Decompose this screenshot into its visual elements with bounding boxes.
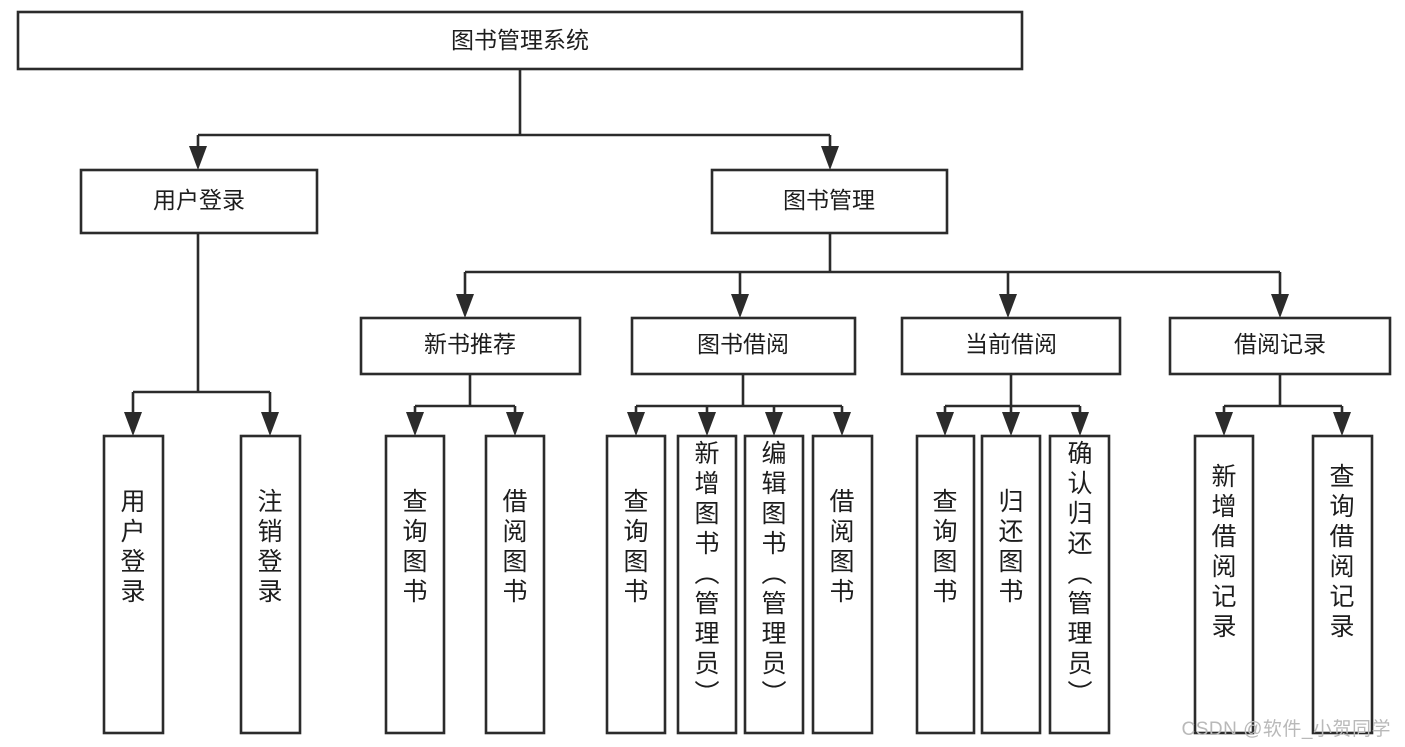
arrow-br-leaf2-icon [1333,412,1351,436]
node-root-system-box[interactable] [16,10,1024,71]
node-leaf-confirm-return[interactable]: 确认归还︵管理员︶ [1048,434,1111,735]
node-book-borrow[interactable]: 图书借阅 [630,316,857,376]
node-leaf-add-record-label: 新增借阅记录 [1211,463,1236,641]
arrow-nbr-leaf2-icon [506,412,524,436]
node-leaf-query-book-1-label: 查询图书 [402,488,427,606]
node-leaf-query-book-3-label: 查询图书 [932,488,957,606]
connector-group-borrow-record [1215,374,1351,436]
arrow-user-login-leaf2-icon [261,412,279,436]
arrow-bm-to-new-book-icon [456,294,474,318]
node-root-system[interactable]: 图书管理系统 [16,10,1024,71]
node-leaf-query-book-1[interactable]: 查询图书 [384,434,446,735]
arrow-user-login-leaf1-icon [124,412,142,436]
node-borrow-record-label: 借阅记录 [1234,331,1326,357]
arrow-cb-leaf1-icon [936,412,954,436]
node-leaf-query-record-box[interactable] [1311,434,1374,735]
node-leaf-borrow-book-2-box[interactable] [811,434,874,735]
arrow-bb-leaf3-icon [765,412,783,436]
node-current-borrow-label: 当前借阅 [965,331,1057,357]
node-leaf-user-login[interactable]: 用户登录 [102,434,165,735]
arrow-bb-leaf2-icon [698,412,716,436]
node-leaf-user-login-box[interactable] [102,434,165,735]
node-leaf-borrow-book-1[interactable]: 借阅图书 [484,434,546,735]
node-leaf-user-login-label: 用户登录 [120,488,145,606]
node-current-borrow-box[interactable] [900,316,1122,376]
arrow-root-to-book-management-icon [821,146,839,170]
node-leaf-query-book-3[interactable]: 查询图书 [915,434,976,735]
node-leaf-query-book-2-box[interactable] [605,434,667,735]
node-leaf-query-book-3-box[interactable] [915,434,976,735]
node-leaf-edit-book-label: 编辑图书︵管理员︶ [761,440,786,708]
node-user-login-box[interactable] [79,168,319,235]
node-borrow-record[interactable]: 借阅记录 [1168,316,1392,376]
arrow-bm-to-book-borrow-icon [731,294,749,318]
node-leaf-borrow-book-2-label: 借阅图书 [829,488,854,606]
connector-group-user-login [124,233,279,436]
node-user-login-label: 用户登录 [153,187,245,213]
node-leaf-return-book-label: 归还图书 [998,488,1023,606]
node-leaf-borrow-book-1-label: 借阅图书 [502,488,527,606]
node-leaf-confirm-return-box[interactable] [1048,434,1111,735]
node-leaf-query-book-1-box[interactable] [384,434,446,735]
node-leaf-borrow-book-1-box[interactable] [484,434,546,735]
node-new-book-recommend-label: 新书推荐 [424,331,516,357]
arrow-bb-leaf4-icon [833,412,851,436]
node-book-management[interactable]: 图书管理 [710,168,949,235]
node-leaf-add-book-label: 新增图书︵管理员︶ [694,440,719,708]
arrow-root-to-user-login-icon [189,146,207,170]
connector-group-new-book-recommend [406,374,524,436]
arrow-bm-to-borrow-record-icon [1271,294,1289,318]
arrow-br-leaf1-icon [1215,412,1233,436]
node-leaf-edit-book[interactable]: 编辑图书︵管理员︶ [743,434,805,735]
node-book-borrow-box[interactable] [630,316,857,376]
node-leaf-edit-book-box[interactable] [743,434,805,735]
node-leaf-query-book-2[interactable]: 查询图书 [605,434,667,735]
connector-group-root [189,69,839,170]
arrow-cb-leaf2-icon [1002,412,1020,436]
node-leaf-logout-login[interactable]: 注销登录 [239,434,302,735]
node-current-borrow[interactable]: 当前借阅 [900,316,1122,376]
connector-group-current-borrow [936,374,1089,436]
node-book-borrow-label: 图书借阅 [697,331,789,357]
connector-group-book-borrow [627,374,851,436]
node-new-book-recommend-box[interactable] [359,316,582,376]
node-leaf-query-record-label: 查询借阅记录 [1329,463,1354,641]
node-leaf-add-record[interactable]: 新增借阅记录 [1193,434,1255,735]
node-user-login[interactable]: 用户登录 [79,168,319,235]
connector-group-book-management [456,233,1289,318]
node-leaf-return-book-box[interactable] [980,434,1042,735]
node-root-system-label: 图书管理系统 [451,27,589,53]
node-leaf-add-book-box[interactable] [676,434,738,735]
node-leaf-borrow-book-2[interactable]: 借阅图书 [811,434,874,735]
node-leaf-add-book[interactable]: 新增图书︵管理员︶ [676,434,738,735]
node-leaf-add-record-box[interactable] [1193,434,1255,735]
arrow-bm-to-current-borrow-icon [999,294,1017,318]
arrow-bb-leaf1-icon [627,412,645,436]
node-book-management-label: 图书管理 [783,187,875,213]
node-book-management-box[interactable] [710,168,949,235]
node-leaf-query-record[interactable]: 查询借阅记录 [1311,434,1374,735]
arrow-cb-leaf3-icon [1071,412,1089,436]
node-borrow-record-box[interactable] [1168,316,1392,376]
node-leaf-logout-login-box[interactable] [239,434,302,735]
node-leaf-return-book[interactable]: 归还图书 [980,434,1042,735]
node-leaf-query-book-2-label: 查询图书 [623,488,648,606]
node-new-book-recommend[interactable]: 新书推荐 [359,316,582,376]
node-leaf-logout-login-label: 注销登录 [257,488,282,606]
node-leaf-confirm-return-label: 确认归还︵管理员︶ [1067,440,1092,708]
arrow-nbr-leaf1-icon [406,412,424,436]
